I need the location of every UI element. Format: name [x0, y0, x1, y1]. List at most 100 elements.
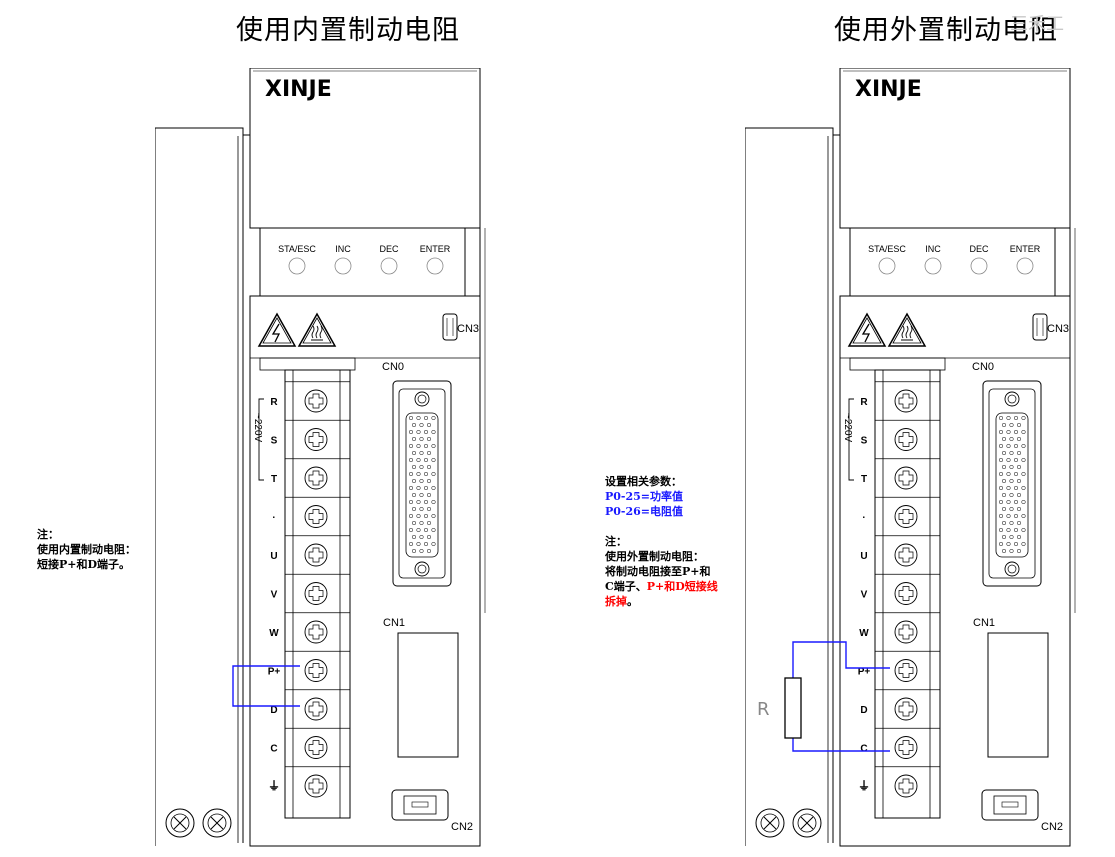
- terminal-label: P+: [268, 667, 281, 678]
- key-label-dec: DEC: [969, 244, 989, 254]
- port-cn3-label: CN3: [1047, 323, 1069, 335]
- note-highlight: P+和D短接线: [646, 580, 718, 593]
- terminal-label: P+: [858, 667, 871, 678]
- voltage-label: ~220V: [252, 413, 263, 443]
- key-button-sta-esc[interactable]: [288, 257, 306, 275]
- brake-resistor: [784, 677, 802, 739]
- params-heading: 设置相关参数：: [605, 475, 682, 488]
- terminal-screw: [304, 659, 328, 682]
- terminal-label: R: [270, 397, 278, 408]
- terminal-label: U: [270, 551, 277, 562]
- terminal-screw: [304, 389, 328, 413]
- cn0-connector-pins: [995, 391, 1029, 577]
- param-power: P0-25=功率值: [605, 490, 684, 503]
- terminal-block: R S T · U V W P+ D C ⏚ ~220V: [252, 381, 350, 798]
- note-text: C端子、: [605, 580, 647, 593]
- terminal-label: W: [859, 628, 869, 639]
- terminal-label: T: [861, 474, 867, 485]
- terminal-label: R: [860, 397, 868, 408]
- note-line: 短接P+和D端子。: [37, 558, 131, 571]
- note-line: 拆掉。: [605, 594, 718, 609]
- port-cn1-label: CN1: [973, 617, 995, 629]
- key-button-enter[interactable]: [426, 257, 444, 275]
- drive-external: XINJE STA/ESC INC DEC ENTER CN3 CN0 CN1 CN2…: [745, 68, 1076, 847]
- terminal-screw: [894, 582, 918, 605]
- internal-resistor-note: 注： 使用内置制动电阻： 短接P+和D端子。: [37, 527, 136, 572]
- terminal-label: W: [269, 628, 279, 639]
- terminal-screw: [894, 505, 918, 528]
- keypad: STA/ESC INC DEC ENTER: [868, 244, 1041, 275]
- terminal-screw: [304, 428, 328, 451]
- param-resistance: P0-26=电阻值: [605, 505, 684, 518]
- brand-logo: XINJE: [855, 77, 922, 102]
- note-line: 使用内置制动电阻：: [37, 543, 136, 556]
- terminal-label: D: [860, 705, 867, 716]
- terminal-label: V: [271, 590, 278, 601]
- keypad: STA/ESC INC DEC ENTER: [278, 244, 451, 275]
- terminal-screw: [304, 466, 328, 490]
- terminal-screw: [304, 505, 328, 528]
- note-line: 使用外置制动电阻：: [605, 550, 704, 563]
- port-cn3-label: CN3: [457, 323, 479, 335]
- key-label-inc: INC: [335, 244, 351, 254]
- key-button-sta-esc[interactable]: [878, 257, 896, 275]
- terminal-screw: [894, 543, 918, 567]
- terminal-label: ·: [862, 513, 865, 524]
- terminal-label: V: [861, 590, 868, 601]
- terminal-label: D: [270, 705, 277, 716]
- terminal-screw: [304, 543, 328, 567]
- voltage-label: ~220V: [842, 413, 853, 443]
- terminal-screw: [894, 659, 918, 682]
- key-label-enter: ENTER: [1010, 244, 1041, 254]
- terminal-label: ·: [272, 513, 275, 524]
- terminal-screw: [894, 620, 918, 644]
- terminal-screw: [304, 620, 328, 644]
- terminal-label: C: [860, 744, 867, 755]
- brand-logo: XINJE: [265, 77, 332, 102]
- terminal-label: ⏚: [858, 779, 870, 793]
- note-heading: 注：: [37, 528, 59, 541]
- note-highlight: 拆掉: [605, 595, 627, 608]
- terminal-screw: [894, 736, 918, 759]
- terminal-screw: [304, 736, 328, 759]
- terminal-screw: [304, 697, 328, 721]
- terminal-screw: [894, 428, 918, 451]
- terminal-label: ⏚: [268, 779, 280, 793]
- watermark: 三禾工: [1010, 14, 1064, 35]
- note-text: 。: [627, 595, 638, 608]
- port-cn2-label: CN2: [1041, 821, 1063, 833]
- short-jumper-wire: [232, 665, 300, 707]
- key-label-dec: DEC: [379, 244, 399, 254]
- note-line: C端子、P+和D短接线: [605, 579, 718, 594]
- port-cn2-label: CN2: [451, 821, 473, 833]
- terminal-block: R S T · U V W P+ D C ⏚ ~220V: [842, 381, 940, 798]
- resistor-wire-c: [792, 738, 890, 752]
- key-button-inc[interactable]: [924, 257, 942, 275]
- key-label-inc: INC: [925, 244, 941, 254]
- title-external-resistor: 使用外置制动电阻: [834, 15, 1058, 46]
- port-cn0-label: CN0: [382, 361, 404, 373]
- external-resistor-note: 设置相关参数： P0-25=功率值 P0-26=电阻值 注： 使用外置制动电阻：…: [605, 474, 718, 609]
- terminal-label: C: [270, 744, 277, 755]
- key-label-sta-esc: STA/ESC: [868, 244, 906, 254]
- resistor-wire-p-plus: [792, 641, 890, 678]
- key-button-dec[interactable]: [970, 257, 988, 275]
- key-button-inc[interactable]: [334, 257, 352, 275]
- terminal-label: T: [271, 474, 277, 485]
- terminal-screw: [894, 697, 918, 721]
- port-cn0-label: CN0: [972, 361, 994, 373]
- resistor-label: R: [757, 699, 770, 720]
- key-button-dec[interactable]: [380, 257, 398, 275]
- terminal-screw: [304, 774, 328, 798]
- terminal-label: S: [861, 436, 868, 447]
- note-line: 将制动电阻接至P+和: [605, 565, 711, 578]
- terminal-label: U: [860, 551, 867, 562]
- terminal-label: S: [271, 436, 278, 447]
- key-button-enter[interactable]: [1016, 257, 1034, 275]
- key-label-sta-esc: STA/ESC: [278, 244, 316, 254]
- cn0-connector-pins: [405, 391, 439, 577]
- terminal-screw: [304, 582, 328, 605]
- key-label-enter: ENTER: [420, 244, 451, 254]
- terminal-screw: [894, 466, 918, 490]
